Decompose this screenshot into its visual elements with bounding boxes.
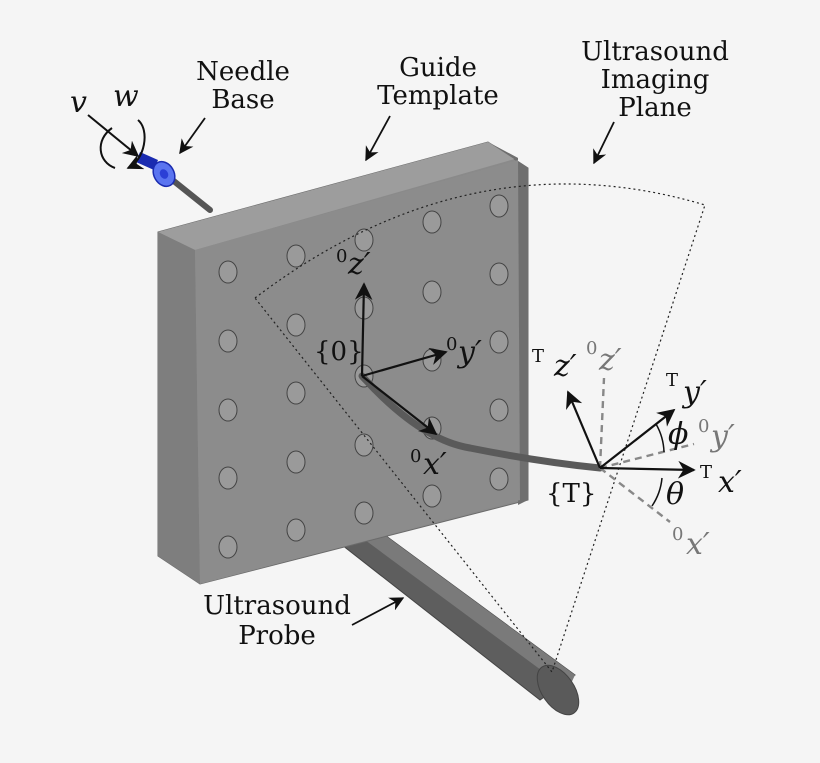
needle-base-icon bbox=[136, 152, 176, 188]
hole bbox=[422, 210, 442, 234]
needle-shaft-outer bbox=[167, 175, 213, 213]
frame-T-tz-sup: T bbox=[532, 346, 544, 367]
svg-text:Probe: Probe bbox=[238, 621, 316, 651]
hole bbox=[218, 398, 238, 422]
svg-text:Ultrasound: Ultrasound bbox=[203, 591, 351, 621]
hole bbox=[354, 433, 374, 457]
w-label: w bbox=[113, 79, 139, 114]
frame-T-ty-label: y′ bbox=[681, 375, 707, 410]
svg-text:Template: Template bbox=[377, 81, 499, 111]
svg-text:Base: Base bbox=[211, 85, 274, 115]
frame-0-x-sup: 0 bbox=[410, 446, 421, 467]
hole bbox=[354, 228, 374, 252]
hole bbox=[489, 194, 509, 218]
hole bbox=[489, 330, 509, 354]
hole bbox=[286, 518, 306, 542]
frame-T-tz-label: z′ bbox=[553, 349, 577, 384]
frame-T-reference-axes bbox=[598, 377, 695, 523]
frame-T-ox-sup: 0 bbox=[672, 524, 683, 545]
hole bbox=[422, 484, 442, 508]
hole bbox=[286, 381, 306, 405]
svg-text:Plane: Plane bbox=[618, 93, 691, 123]
hole bbox=[218, 329, 238, 353]
theta-label: θ bbox=[666, 477, 684, 512]
frame-T-oz-label: z′ bbox=[598, 343, 622, 378]
frame-0-label: {0} bbox=[314, 337, 364, 367]
frame-T-tx-label: x′ bbox=[718, 465, 742, 500]
svg-text:Imaging: Imaging bbox=[601, 65, 710, 95]
frame-T-axes bbox=[566, 390, 696, 507]
needle-curve bbox=[358, 372, 604, 472]
imaging-plane-callout: Ultrasound Imaging Plane bbox=[581, 37, 729, 165]
frame-0-y-label: y′ bbox=[456, 335, 482, 370]
hole bbox=[286, 244, 306, 268]
rotation-arrows bbox=[87, 114, 146, 170]
frame-T-ty-sup: T bbox=[666, 370, 678, 391]
probe-callout: Ultrasound Probe bbox=[203, 591, 405, 651]
frame-0-y-sup: 0 bbox=[446, 334, 457, 355]
v-label: v bbox=[70, 85, 87, 120]
svg-text:Ultrasound: Ultrasound bbox=[581, 37, 729, 67]
hole bbox=[218, 260, 238, 284]
frame-T-oy-sup: 0 bbox=[698, 416, 709, 437]
guide-template-callout: Guide Template bbox=[365, 53, 499, 162]
frame-T-oy-label: y′ bbox=[709, 419, 735, 454]
hole bbox=[422, 348, 442, 372]
hole bbox=[422, 280, 442, 304]
svg-text:Needle: Needle bbox=[196, 57, 290, 87]
hole bbox=[489, 467, 509, 491]
hole bbox=[218, 535, 238, 559]
hole bbox=[489, 398, 509, 422]
hole bbox=[354, 501, 374, 525]
frame-T-label: {T} bbox=[546, 479, 596, 509]
needle-base-callout: Needle Base bbox=[179, 57, 290, 155]
imaging-plane-outline bbox=[254, 183, 706, 674]
frame-0-z-sup: 0 bbox=[336, 246, 347, 267]
frame-T-ox-label: x′ bbox=[686, 527, 710, 562]
frame-0-axes bbox=[354, 282, 448, 436]
phi-label: ϕ bbox=[668, 417, 688, 452]
hole bbox=[489, 262, 509, 286]
hole bbox=[218, 466, 238, 490]
frame-T-tx-sup: T bbox=[700, 462, 712, 483]
ultrasound-probe bbox=[341, 529, 580, 716]
frame-T-oz-sup: 0 bbox=[586, 338, 597, 359]
frame-0-x-label: x′ bbox=[423, 447, 447, 482]
frame-0-z-label: z′ bbox=[347, 247, 371, 282]
svg-text:Guide: Guide bbox=[399, 53, 477, 83]
hole bbox=[286, 313, 306, 337]
hole bbox=[286, 450, 306, 474]
